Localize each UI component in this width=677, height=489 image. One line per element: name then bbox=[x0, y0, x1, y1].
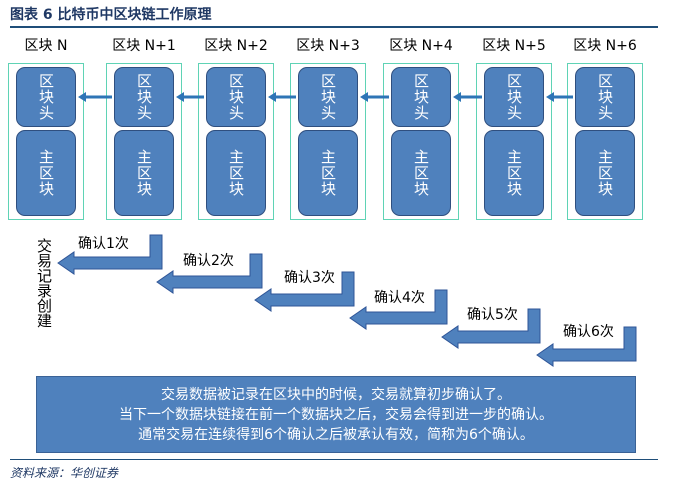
confirmation-arrow-1 bbox=[57, 234, 163, 275]
confirmation-label-2: 确认2次 bbox=[183, 253, 234, 269]
chain-link-arrowhead-0 bbox=[78, 92, 86, 102]
block-body-0: 主区块 bbox=[16, 130, 76, 216]
block-body-5: 主区块 bbox=[484, 130, 544, 216]
chain-link-arrowhead-3 bbox=[360, 92, 368, 102]
confirmation-arrow-5 bbox=[441, 308, 541, 349]
block-outline-6 bbox=[567, 63, 643, 220]
block-label-2: 区块 N+2 bbox=[204, 38, 268, 54]
block-label-5: 区块 N+5 bbox=[482, 38, 546, 54]
block-outline-4 bbox=[383, 63, 459, 220]
footer-divider bbox=[10, 459, 658, 460]
confirmation-label-4: 确认4次 bbox=[374, 290, 425, 306]
block-header-1: 区块头 bbox=[114, 67, 174, 127]
summary-line-1: 交易数据被记录在区块中的时候，交易就算初步确认了。 bbox=[161, 386, 511, 403]
confirmation-label-5: 确认5次 bbox=[467, 307, 518, 323]
summary-line-2: 当下一个数据块链接在前一个数据块之后，交易会得到进一步的确认。 bbox=[119, 406, 553, 423]
confirmation-arrow-2 bbox=[156, 253, 263, 294]
block-outline-0 bbox=[8, 63, 84, 220]
summary-box: 交易数据被记录在区块中的时候，交易就算初步确认了。 当下一个数据块链接在前一个数… bbox=[36, 376, 636, 453]
block-header-2: 区块头 bbox=[206, 67, 266, 127]
block-label-1: 区块 N+1 bbox=[112, 38, 176, 54]
chain-link-arrowhead-2 bbox=[268, 92, 276, 102]
block-outline-3 bbox=[290, 63, 366, 220]
block-body-1: 主区块 bbox=[114, 130, 174, 216]
block-label-3: 区块 N+3 bbox=[296, 38, 360, 54]
block-header-0: 区块头 bbox=[16, 67, 76, 127]
block-outline-1 bbox=[106, 63, 182, 220]
block-header-5: 区块头 bbox=[484, 67, 544, 127]
figure-title: 图表 6 比特币中区块链工作原理 bbox=[10, 7, 212, 23]
block-header-3: 区块头 bbox=[298, 67, 358, 127]
chain-link-arrowhead-1 bbox=[176, 92, 184, 102]
block-body-3: 主区块 bbox=[298, 130, 358, 216]
confirmation-label-6: 确认6次 bbox=[563, 324, 614, 340]
block-header-6: 区块头 bbox=[575, 67, 635, 127]
block-body-4: 主区块 bbox=[391, 130, 451, 216]
chain-link-arrowhead-4 bbox=[453, 92, 461, 102]
block-label-0: 区块 N bbox=[24, 38, 68, 54]
block-header-4: 区块头 bbox=[391, 67, 451, 127]
block-outline-2 bbox=[198, 63, 274, 220]
chain-link-arrowhead-5 bbox=[546, 92, 554, 102]
title-divider bbox=[10, 26, 658, 28]
source-note: 资料来源：华创证券 bbox=[10, 466, 119, 480]
block-body-6: 主区块 bbox=[575, 130, 635, 216]
confirmation-label-3: 确认3次 bbox=[284, 270, 335, 286]
confirmation-arrow-3 bbox=[254, 271, 355, 312]
block-label-4: 区块 N+4 bbox=[389, 38, 453, 54]
confirmation-arrow-6 bbox=[536, 326, 637, 367]
confirmation-arrow-4 bbox=[349, 289, 448, 330]
confirmation-label-1: 确认1次 bbox=[78, 236, 129, 252]
block-body-2: 主区块 bbox=[206, 130, 266, 216]
block-outline-5 bbox=[476, 63, 552, 220]
transaction-created-label: 交易记录创建 bbox=[35, 238, 53, 328]
block-label-6: 区块 N+6 bbox=[573, 38, 637, 54]
summary-line-3: 通常交易在连续得到6个确认之后被承认有效，简称为6个确认。 bbox=[138, 426, 534, 443]
